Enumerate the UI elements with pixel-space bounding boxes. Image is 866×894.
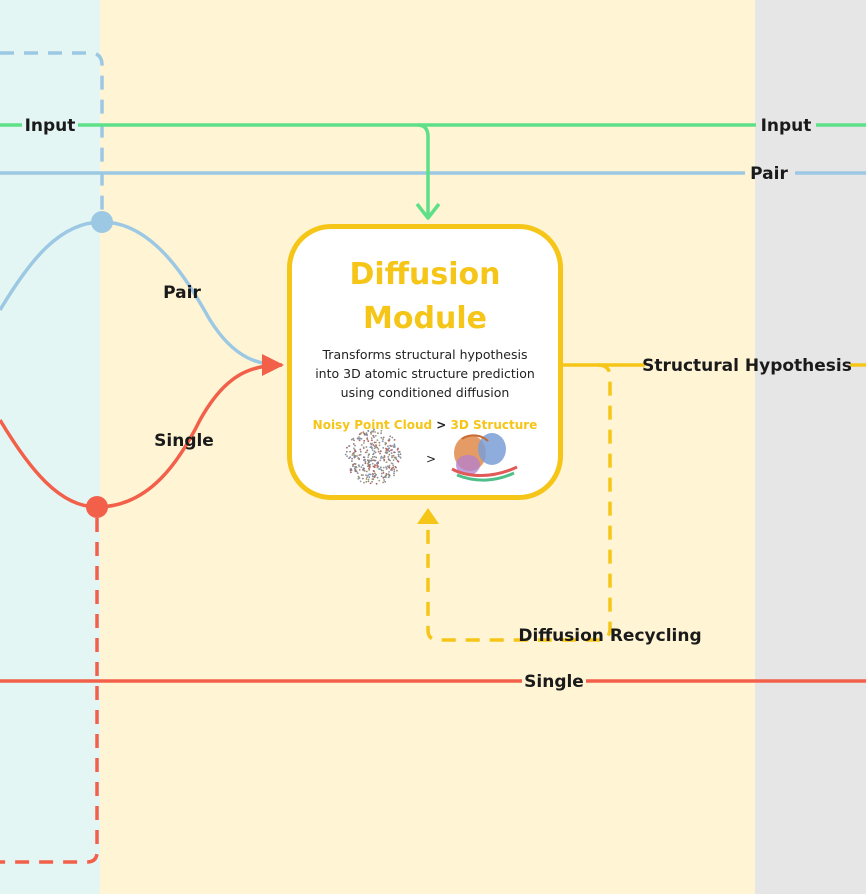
single-node — [86, 496, 108, 518]
pair-label-right: Pair — [750, 164, 788, 184]
module-desc-line1: Transforms structural hypothesis — [322, 347, 528, 362]
single-curve-label: Single — [154, 431, 214, 451]
single-dashed-loop — [0, 518, 99, 864]
protein-structure-icon — [451, 433, 518, 482]
recycling-arrowhead — [417, 508, 439, 524]
pair-curve — [0, 220, 283, 367]
single-arrowhead — [262, 354, 284, 376]
module-legend: Noisy Point Cloud > 3D Structure — [292, 418, 558, 432]
module-desc-line3: using conditioned diffusion — [340, 385, 510, 400]
pair-node — [91, 211, 113, 233]
thumb-separator: > — [426, 452, 436, 466]
noisy-point-cloud-icon — [344, 428, 402, 485]
diffusion-recycling-label: Diffusion Recycling — [518, 626, 701, 646]
input-arrowhead — [415, 202, 441, 220]
module-desc-line2: into 3D atomic structure prediction — [315, 366, 535, 381]
diffusion-module: Diffusion Module Transforms structural h… — [287, 224, 563, 500]
module-title: Diffusion Module — [292, 253, 558, 341]
single-curve — [0, 363, 283, 509]
module-title-line1: Diffusion — [349, 257, 501, 292]
input-label-right: Input — [761, 116, 812, 136]
legend-3d-structure: 3D Structure — [450, 418, 538, 432]
input-label-left: Input — [25, 116, 76, 136]
module-description: Transforms structural hypothesis into 3D… — [310, 345, 540, 402]
module-title-line2: Module — [363, 301, 487, 336]
legend-noisy-point-cloud: Noisy Point Cloud — [312, 418, 433, 432]
pair-curve-label: Pair — [163, 283, 201, 303]
right-panel-background — [755, 0, 866, 894]
legend-separator: > — [436, 418, 447, 432]
pair-dashed-loop — [0, 51, 104, 222]
single-label-bottom: Single — [524, 672, 584, 692]
module-thumbnails: > — [292, 427, 558, 489]
diffusion-recycling-loop — [426, 363, 612, 642]
structural-hypothesis-label: Structural Hypothesis — [642, 356, 852, 376]
input-arrow — [417, 123, 430, 216]
